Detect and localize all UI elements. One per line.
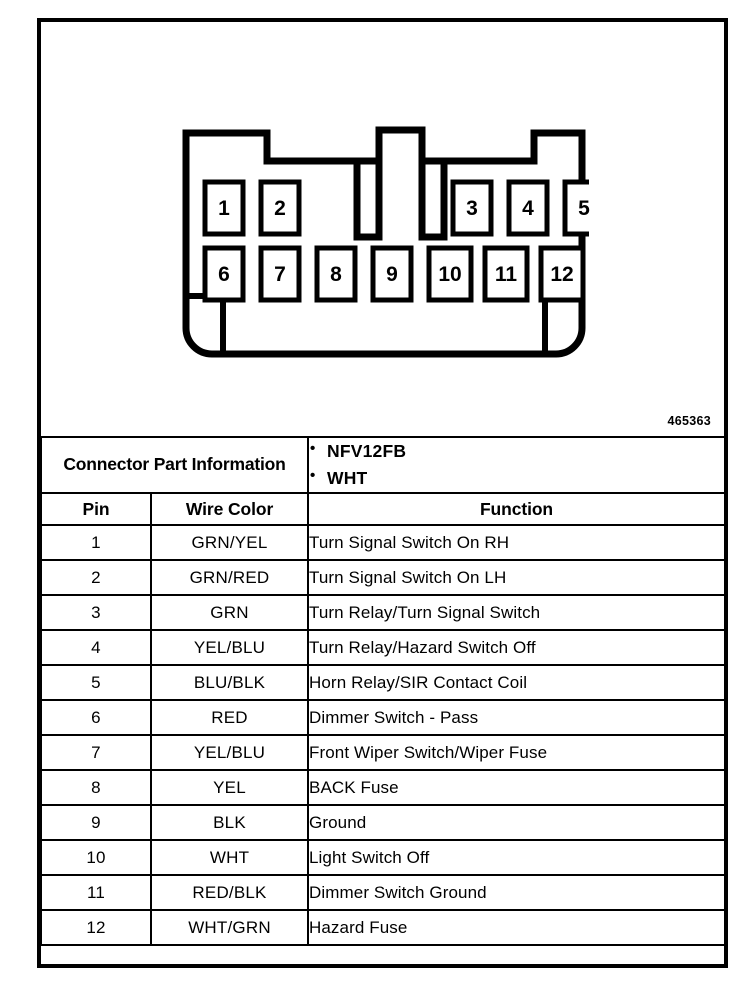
cell-function: BACK Fuse — [307, 769, 726, 807]
cell-pin: 4 — [40, 629, 152, 667]
cell-wire-color: YEL — [150, 769, 309, 807]
table-row: 7 YEL/BLU Front Wiper Switch/Wiper Fuse — [40, 734, 726, 772]
cell-function: Turn Signal Switch On RH — [307, 524, 726, 562]
pin-cavity-2 — [258, 179, 302, 237]
document-frame: 1 2 3 4 5 6 7 8 9 10 11 12 465363 Connec… — [37, 18, 728, 968]
header-wire-color: Wire Color — [150, 492, 309, 527]
table-row: 11 RED/BLK Dimmer Switch Ground — [40, 874, 726, 912]
table-row: 4 YEL/BLU Turn Relay/Hazard Switch Off — [40, 629, 726, 667]
pin-cavity-10 — [426, 245, 474, 303]
cell-pin: 8 — [40, 769, 152, 807]
cell-pin: 7 — [40, 734, 152, 772]
cell-function: Ground — [307, 804, 726, 842]
cell-function: Turn Relay/Turn Signal Switch — [307, 594, 726, 632]
cell-pin: 1 — [40, 524, 152, 562]
connector-outline-drawing — [182, 126, 589, 358]
cell-pin: 12 — [40, 909, 152, 947]
connector-part-color: WHT — [310, 464, 724, 492]
pin-cavity-11 — [482, 245, 530, 303]
cell-function: Dimmer Switch - Pass — [307, 699, 726, 737]
connector-part-number: NFV12FB — [310, 437, 724, 465]
cell-function: Light Switch Off — [307, 839, 726, 877]
cell-pin: 5 — [40, 664, 152, 702]
pin-cavity-12 — [538, 245, 586, 303]
cell-wire-color: BLU/BLK — [150, 664, 309, 702]
cell-wire-color: YEL/BLU — [150, 734, 309, 772]
table-header-row: Pin Wire Color Function — [40, 492, 726, 527]
cell-wire-color: WHT — [150, 839, 309, 877]
pin-cavity-4 — [506, 179, 550, 237]
table-row: 2 GRN/RED Turn Signal Switch On LH — [40, 559, 726, 597]
cell-function: Front Wiper Switch/Wiper Fuse — [307, 734, 726, 772]
header-pin: Pin — [40, 492, 152, 527]
table-row: 10 WHT Light Switch Off — [40, 839, 726, 877]
table-row: 8 YEL BACK Fuse — [40, 769, 726, 807]
cell-wire-color: WHT/GRN — [150, 909, 309, 947]
cell-function: Turn Relay/Hazard Switch Off — [307, 629, 726, 667]
cell-pin: 3 — [40, 594, 152, 632]
center-slot-right — [418, 161, 448, 241]
cell-wire-color: YEL/BLU — [150, 629, 309, 667]
diagram-reference-number: 465363 — [667, 414, 711, 428]
table-row: 9 BLK Ground — [40, 804, 726, 842]
connector-illustration: 1 2 3 4 5 6 7 8 9 10 11 12 465363 — [41, 22, 724, 436]
table-row: 6 RED Dimmer Switch - Pass — [40, 699, 726, 737]
connector-part-information-label: Connector Part Information — [40, 435, 309, 495]
cell-function: Dimmer Switch Ground — [307, 874, 726, 912]
connector-part-information-row: Connector Part Information NFV12FB WHT — [40, 435, 726, 495]
cell-wire-color: GRN/YEL — [150, 524, 309, 562]
connector-part-information-values: NFV12FB WHT — [307, 435, 726, 495]
pin-cavity-1 — [202, 179, 246, 237]
cell-pin: 10 — [40, 839, 152, 877]
pinout-table: Connector Part Information NFV12FB WHT P… — [40, 435, 726, 947]
cell-wire-color: RED — [150, 699, 309, 737]
cell-wire-color: BLK — [150, 804, 309, 842]
pin-cavity-9 — [370, 245, 414, 303]
cell-function: Horn Relay/SIR Contact Coil — [307, 664, 726, 702]
pin-cavity-3 — [450, 179, 494, 237]
header-function: Function — [307, 492, 726, 527]
pin-cavity-7 — [258, 245, 302, 303]
table-row: 12 WHT/GRN Hazard Fuse — [40, 909, 726, 947]
cell-wire-color: GRN/RED — [150, 559, 309, 597]
cell-wire-color: RED/BLK — [150, 874, 309, 912]
table-row: 5 BLU/BLK Horn Relay/SIR Contact Coil — [40, 664, 726, 702]
cell-wire-color: GRN — [150, 594, 309, 632]
pin-cavity-8 — [314, 245, 358, 303]
table-row: 3 GRN Turn Relay/Turn Signal Switch — [40, 594, 726, 632]
cell-pin: 6 — [40, 699, 152, 737]
cell-function: Turn Signal Switch On LH — [307, 559, 726, 597]
pin-cavity-5 — [562, 179, 589, 237]
center-slot-left — [353, 161, 383, 241]
cell-pin: 9 — [40, 804, 152, 842]
connector-body-path — [182, 126, 586, 358]
cell-pin: 11 — [40, 874, 152, 912]
pin-cavity-6 — [202, 245, 246, 303]
cell-function: Hazard Fuse — [307, 909, 726, 947]
table-row: 1 GRN/YEL Turn Signal Switch On RH — [40, 524, 726, 562]
cell-pin: 2 — [40, 559, 152, 597]
